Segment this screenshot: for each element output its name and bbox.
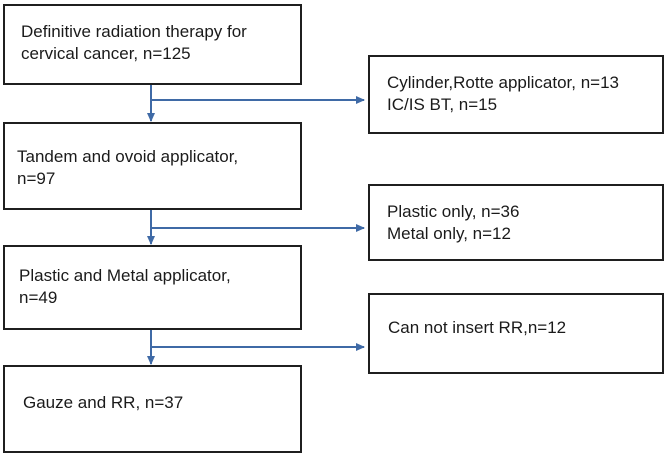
box-plastic-metal-line-1: Plastic and Metal applicator, [19, 266, 231, 285]
box-excluded-cylinder-line-2: IC/IS BT, n=15 [387, 95, 498, 114]
box-plastic-metal-line-2: n=49 [19, 288, 58, 307]
box-excluded-cylinder: Cylinder,Rotte applicator, n=13 IC/IS BT… [368, 55, 664, 134]
box-excluded-plastic-metal-only-line-2: Metal only, n=12 [387, 224, 511, 243]
box-excluded-cannot-insert-line-1: Can not insert RR,n=12 [388, 318, 567, 337]
box-tandem-ovoid-line-2: n=97 [17, 169, 56, 188]
box-start-line-1: Definitive radiation therapy for [21, 22, 247, 41]
box-excluded-cylinder-line-1: Cylinder,Rotte applicator, n=13 [387, 73, 620, 92]
box-gauze-rr: Gauze and RR, n=37 [3, 365, 302, 453]
box-excluded-cannot-insert: Can not insert RR,n=12 [368, 293, 664, 374]
box-excluded-plastic-metal-only: Plastic only, n=36 Metal only, n=12 [368, 184, 664, 261]
box-excluded-plastic-metal-only-line-1: Plastic only, n=36 [387, 202, 520, 221]
box-tandem-ovoid: Tandem and ovoid applicator, n=97 [3, 122, 302, 210]
box-gauze-rr-line-1: Gauze and RR, n=37 [23, 393, 184, 412]
box-tandem-ovoid-line-1: Tandem and ovoid applicator, [17, 147, 239, 166]
box-plastic-metal: Plastic and Metal applicator, n=49 [3, 245, 302, 330]
box-start-line-2: cervical cancer, n=125 [21, 44, 191, 63]
box-start: Definitive radiation therapy for cervica… [3, 4, 302, 85]
